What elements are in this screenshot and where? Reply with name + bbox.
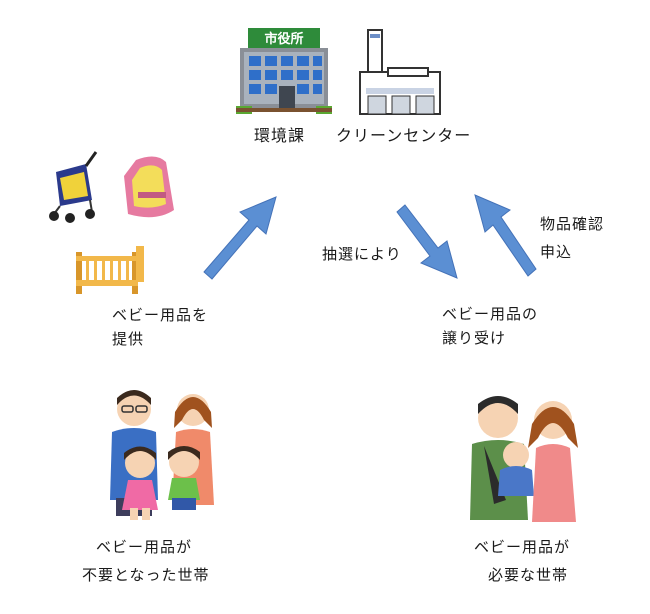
stroller-icon (49, 151, 98, 223)
family-receiving-icon (470, 396, 578, 522)
car-seat-icon (124, 156, 174, 218)
clean-center-label: クリーンセンター (336, 126, 472, 145)
arrow-provide-icon (203, 196, 277, 280)
city-hall-sign: 市役所 (264, 31, 303, 47)
giving-household-line2: 不要となった世帯 (82, 566, 210, 584)
receive-label-line1: ベビー用品の (442, 305, 539, 323)
crib-icon (76, 246, 144, 294)
giving-household-line1: ベビー用品が (96, 538, 193, 556)
request-label-line1: 物品確認 (540, 215, 605, 233)
arrow-transfer-icon (396, 204, 458, 279)
provide-label-line1: ベビー用品を (112, 306, 209, 324)
arrow-request-icon (474, 194, 537, 277)
receive-label-line2: 譲り受け (442, 329, 507, 347)
receiving-household-line1: ベビー用品が (474, 538, 571, 556)
provide-label-line2: 提供 (112, 330, 145, 348)
lottery-label: 抽選により (322, 245, 402, 263)
family-giving-icon (110, 390, 214, 520)
environment-division-label: 環境課 (254, 126, 306, 145)
request-label-line2: 申込 (540, 243, 573, 261)
receiving-household-line2: 必要な世帯 (488, 566, 569, 584)
